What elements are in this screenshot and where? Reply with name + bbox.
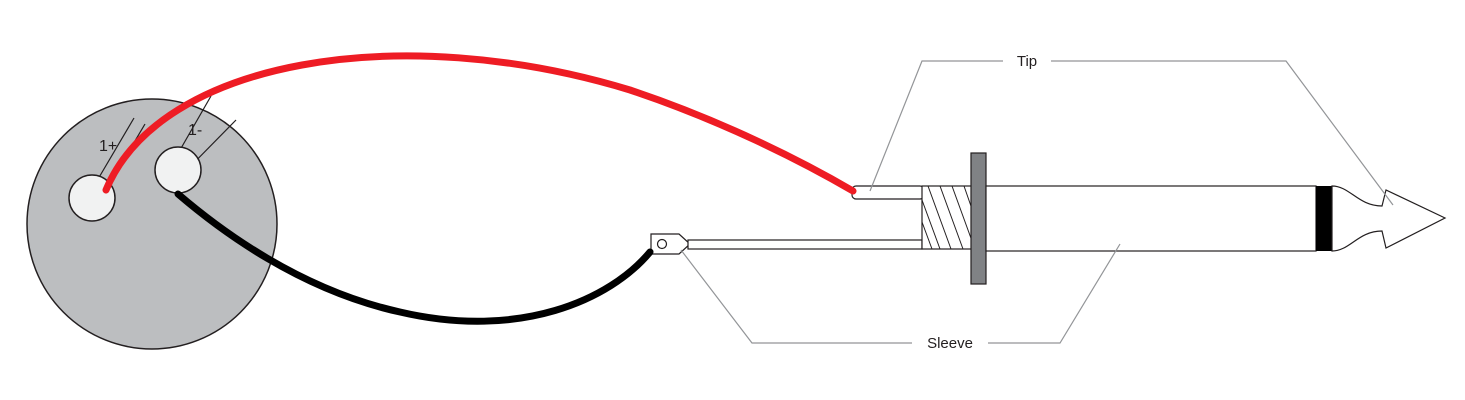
ts-plug: [650, 152, 1447, 285]
sleeve-shaft: [985, 185, 1317, 252]
pin-positive: [68, 174, 116, 222]
sleeve-arm: [687, 239, 923, 250]
flange: [970, 152, 987, 285]
pin-negative-label: 1-: [188, 122, 202, 139]
tip-tab: [851, 185, 925, 200]
tip-contact: [1331, 185, 1447, 252]
leader-lines: [680, 60, 1394, 344]
hot-wire: [102, 52, 857, 195]
pin-negative: [154, 146, 202, 194]
threaded-collar: [921, 185, 973, 250]
tip-leader-right: [1051, 60, 1394, 206]
sleeve-leader-right: [988, 243, 1121, 344]
pin-positive-label: 1+: [99, 138, 117, 155]
tip-leader-left: [869, 60, 1003, 192]
sleeve-lug: [650, 233, 691, 255]
sleeve-lug-hole: [656, 238, 668, 250]
insulator-ring: [1316, 186, 1332, 251]
connector-face: [26, 98, 278, 350]
xlr-connector: 1+ 1-: [26, 95, 278, 350]
sleeve-label: Sleeve: [927, 335, 973, 352]
ground-wire: [174, 190, 654, 325]
tip-label: Tip: [1017, 53, 1037, 70]
sleeve-leader-left: [680, 249, 912, 344]
